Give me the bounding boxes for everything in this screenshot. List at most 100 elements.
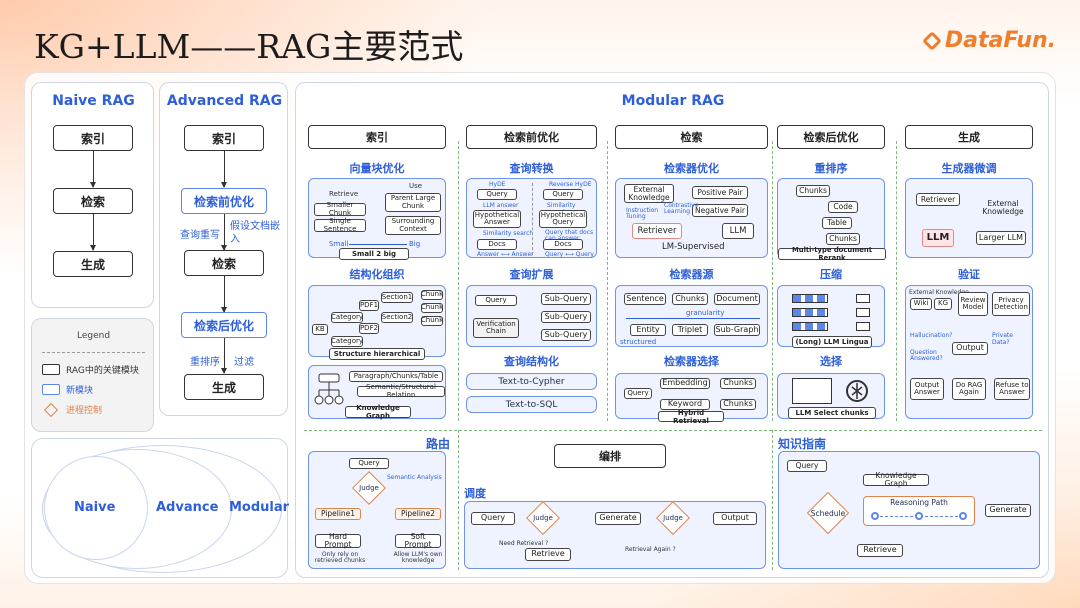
gft-external: External Knowledge bbox=[982, 199, 1024, 216]
qe-sub-query-2: Sub-Query bbox=[541, 311, 591, 323]
compress-out-3 bbox=[856, 322, 870, 331]
card-retriever-source: Sentence Chunks Document granularity Ent… bbox=[615, 285, 768, 347]
select-caption: LLM Select chunks bbox=[788, 407, 876, 419]
scheduling-title: 调度 bbox=[464, 487, 486, 500]
card-rerank: Chunks Code Table Chunks Multi-type docu… bbox=[777, 178, 886, 262]
naive-arrow-1 bbox=[90, 151, 96, 188]
sec-rerank: 重排序 bbox=[814, 162, 848, 175]
compress-bar-3 bbox=[792, 322, 828, 331]
adv-step-retrieve: 检索 bbox=[184, 250, 264, 276]
struct-category-2: Category bbox=[331, 336, 363, 347]
qe-query: Query bbox=[475, 295, 517, 306]
sec-structure: 结构化组织 bbox=[349, 268, 405, 281]
gft-llm: LLM bbox=[922, 229, 954, 247]
adv-note-filter: 过滤 bbox=[234, 357, 254, 368]
sec-compress: 压缩 bbox=[820, 268, 842, 281]
card-kguide: Query Knowledge Graph Schedule Reasoning… bbox=[778, 451, 1040, 569]
divider-3 bbox=[772, 141, 773, 421]
kgd-node-1 bbox=[871, 512, 879, 520]
adv-arrow-1 bbox=[221, 151, 227, 188]
ver-wiki: Wiki bbox=[910, 298, 932, 310]
logo-mark-icon bbox=[922, 31, 942, 51]
modular-rag-title: Modular RAG bbox=[621, 93, 725, 109]
ver-question: Question Answered? bbox=[910, 349, 943, 362]
kgd-reasoning-box bbox=[863, 496, 975, 526]
rs-sentence: Sentence bbox=[624, 293, 666, 305]
rt-query: Query bbox=[349, 458, 389, 469]
divider-bottom-1 bbox=[458, 430, 459, 570]
card-query-expansion: Query Verification Chain Sub-Query Sub-Q… bbox=[466, 285, 597, 347]
chunk-single: Single Sentence bbox=[314, 217, 366, 232]
divider-2 bbox=[607, 141, 608, 421]
card-query-transform: HyDE Reverse HyDE Query Query LLM answer… bbox=[466, 178, 597, 258]
qt-docs-right: Docs bbox=[543, 239, 583, 250]
rs-entity: Entity bbox=[630, 324, 666, 336]
circle-label-advance: Advance bbox=[156, 500, 219, 515]
sec-retriever-source: 检索器源 bbox=[669, 268, 714, 281]
qt-sim-search-left: Similarity search bbox=[483, 230, 534, 237]
adv-arrow-3 bbox=[221, 276, 227, 313]
adv-step-index: 索引 bbox=[184, 125, 264, 151]
qt-query-left: Query bbox=[477, 189, 517, 200]
kguide-title: 知识指南 bbox=[778, 437, 827, 451]
rt-hard-note: Only rely on retrieved chunks bbox=[314, 551, 366, 564]
adv-step-generate: 生成 bbox=[184, 374, 264, 400]
paradigm-circles-panel: Naive Advance Modular bbox=[31, 438, 290, 578]
rs-document: Document bbox=[714, 293, 760, 305]
adv-note-query-rewrite: 查询重写 bbox=[180, 230, 220, 241]
card-select: LLM Select chunks bbox=[777, 373, 885, 419]
rsel-chunks-1: Chunks bbox=[720, 378, 756, 389]
rt-soft: Soft Prompt bbox=[395, 533, 441, 548]
adv-arrow-4 bbox=[221, 338, 227, 374]
qt-query-right: Query bbox=[543, 189, 583, 200]
circle-label-modular: Modular bbox=[229, 500, 290, 515]
rsel-embedding: Embedding bbox=[660, 378, 710, 389]
struct-section2: Section2 bbox=[381, 312, 413, 323]
legend-panel: Legend RAG中的关键模块 新模块 进程控制 bbox=[31, 318, 154, 432]
modular-rag-panel: Modular RAG 索引 检索前优化 检索 检索后优化 生成 向量块优化 U… bbox=[295, 82, 1049, 578]
struct-chunk-1: Chunk bbox=[420, 290, 444, 300]
ro-external: External Knowledge bbox=[624, 184, 674, 203]
sec-retriever-select: 检索器选择 bbox=[664, 355, 719, 368]
card-compress: (Long) LLM Lingua bbox=[777, 285, 885, 348]
naive-rag-title: Naive RAG bbox=[52, 93, 135, 109]
struct-pdf1: PDF1 bbox=[359, 300, 379, 311]
sec-select: 选择 bbox=[820, 355, 842, 368]
sc-judge-1: Judge bbox=[533, 514, 553, 522]
ro-retriever: Retriever bbox=[632, 223, 682, 239]
qt-answer-answer: Answer ⟷ Answer bbox=[477, 251, 534, 258]
sec-chunk-opt: 向量块优化 bbox=[349, 162, 405, 175]
select-openai-icon bbox=[846, 380, 868, 402]
card-routing: Query Semantic Analysis Judge Pipeline1 … bbox=[308, 451, 446, 569]
logo-text: DataFun. bbox=[944, 28, 1056, 53]
card-text-to-sql: Text-to-SQL bbox=[466, 396, 597, 413]
chunk-parent: Parent Large Chunk bbox=[385, 193, 441, 212]
compress-caption: (Long) LLM Lingua bbox=[792, 336, 872, 348]
kgd-retrieve: Retrieve bbox=[857, 544, 903, 557]
sc-output: Output bbox=[713, 512, 757, 525]
qt-query-query: Query ⟷ Query bbox=[545, 251, 594, 258]
divider-horizontal bbox=[304, 430, 1042, 431]
rsel-keyword: Keyword bbox=[660, 399, 710, 410]
legend-key-module-label: RAG中的关键模块 bbox=[66, 366, 139, 376]
divider-4 bbox=[896, 141, 897, 421]
legend-key-module-swatch bbox=[42, 364, 60, 375]
ver-halluc: Hallucination? bbox=[910, 332, 953, 339]
ver-refuse: Refuse to Answer bbox=[994, 378, 1030, 400]
ver-kg: KG bbox=[934, 298, 952, 310]
sc-need: Need Retrieval ? bbox=[499, 540, 549, 547]
card-verify: External Knowledge Wiki KG Review Model … bbox=[905, 285, 1033, 419]
small-big-arrow bbox=[349, 244, 407, 245]
qe-sub-query-1: Sub-Query bbox=[541, 293, 591, 305]
struct-pdf2: PDF2 bbox=[359, 323, 379, 334]
kgd-generate: Generate bbox=[985, 504, 1031, 517]
sec-query-transform: 查询转换 bbox=[509, 162, 554, 175]
gft-larger-llm: Larger LLM bbox=[976, 231, 1026, 245]
rsel-chunks-2: Chunks bbox=[720, 399, 756, 410]
rt-soft-note: Allow LLM's own knowledge bbox=[393, 551, 443, 564]
rs-triplet: Triplet bbox=[672, 324, 708, 336]
kg-caption: Knowledge Graph bbox=[345, 404, 411, 420]
sec-verify: 验证 bbox=[958, 268, 980, 281]
struct-kb: KB bbox=[312, 324, 328, 335]
legend-new-module: 新模块 bbox=[42, 383, 93, 396]
